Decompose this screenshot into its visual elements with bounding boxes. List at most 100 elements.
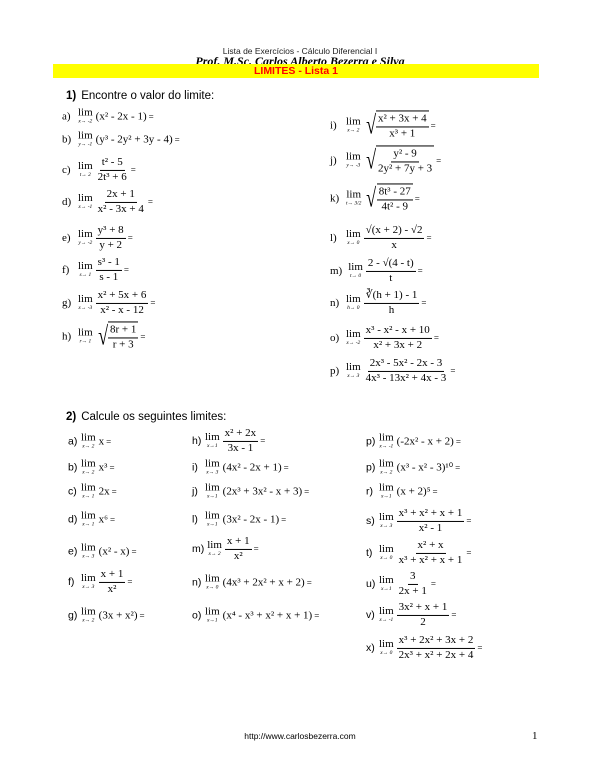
numerator: x² + 5x + 6 — [95, 289, 149, 304]
limit-subscript: x→ -2 — [346, 340, 361, 347]
section-number: 1) — [66, 90, 77, 102]
limit-subscript: t→ 2 — [79, 172, 91, 179]
limit-subscript: x→1 — [206, 617, 218, 624]
equals-sign: = — [450, 366, 456, 376]
exercise-label: u) — [366, 578, 376, 590]
numerator: 8r + 1 — [107, 324, 139, 338]
exercise-label: r) — [366, 485, 373, 497]
denominator: x³ + 1 — [389, 127, 416, 139]
course-title: Lista de Exercícios - Cálculo Diferencia… — [222, 46, 378, 56]
limit-subscript: h→ 0 — [347, 305, 360, 312]
denominator: h — [388, 303, 395, 316]
denominator: 2y² + 7y + 3 — [377, 162, 433, 174]
lim-word: lim — [379, 511, 394, 524]
exercise-label: h) — [62, 330, 72, 342]
denominator: x² + 3x + 2 — [373, 338, 423, 351]
exercise-label: l) — [330, 232, 337, 244]
equals-sign: = — [123, 265, 129, 275]
exercise-label: e) — [62, 232, 71, 244]
exercise-label: f) — [68, 576, 75, 588]
limit-subscript: x→ 2 — [347, 127, 360, 134]
lim-word: lim — [78, 160, 93, 173]
exercise-label: o) — [330, 332, 340, 344]
equals-sign: = — [111, 486, 117, 496]
denominator: r + 3 — [112, 338, 134, 350]
expression: x — [98, 435, 105, 447]
radical-sign-icon: √ — [365, 145, 376, 174]
expression: (x² - x) — [98, 545, 130, 557]
limit-subscript: x→ 0 — [206, 584, 219, 591]
exercise-label: t) — [366, 547, 373, 559]
equals-sign: = — [127, 233, 133, 243]
numerator: 2x + 1 — [104, 188, 137, 203]
lim-word: lim — [81, 457, 96, 470]
lim-word: lim — [379, 481, 394, 494]
lim-word: lim — [205, 605, 220, 618]
exercise-label: j) — [192, 485, 198, 497]
equals-sign: = — [281, 514, 287, 524]
lim-word: lim — [379, 638, 394, 651]
exercise-label: o) — [192, 609, 202, 621]
equals-sign: = — [148, 111, 154, 121]
lim-word: lim — [81, 431, 96, 444]
limit-subscript: x→ 3 — [380, 523, 393, 530]
expression: x⁶ — [98, 513, 109, 525]
footer-url[interactable]: http://www.carlosbezerra.com — [244, 731, 356, 741]
exercise-label: d) — [68, 513, 78, 525]
exercise-label: v) — [366, 609, 375, 621]
limit-subscript: x→ 3 — [347, 373, 360, 380]
limit-subscript: x→ 3 — [82, 553, 95, 560]
denominator: 2 — [420, 615, 426, 628]
limit-subscript: x→ 2 — [82, 469, 95, 476]
fraction: 2 - √(4 - t)t — [365, 257, 416, 284]
lim-word: lim — [78, 106, 93, 119]
exercise-label: a) — [62, 110, 71, 122]
limit-subscript: x→ -2 — [78, 118, 93, 125]
denominator: y + 2 — [99, 238, 123, 251]
numerator: y² - 9 — [391, 148, 419, 162]
equals-sign: = — [421, 298, 427, 308]
expression: (4x² - 2x + 1) — [222, 461, 282, 473]
lim-word: lim — [78, 192, 93, 205]
equals-sign: = — [130, 165, 136, 175]
limit-subscript: x→ -1 — [379, 617, 394, 624]
equals-sign: = — [139, 610, 145, 620]
numerator: x³ + 2x² + 3x + 2 — [396, 634, 476, 649]
title-banner: LIMITES - Lista 1 — [53, 64, 539, 78]
lim-word: lim — [78, 228, 93, 241]
expression: (x⁴ - x³ + x² + x + 1) — [222, 609, 313, 621]
equals-sign: = — [174, 134, 180, 144]
